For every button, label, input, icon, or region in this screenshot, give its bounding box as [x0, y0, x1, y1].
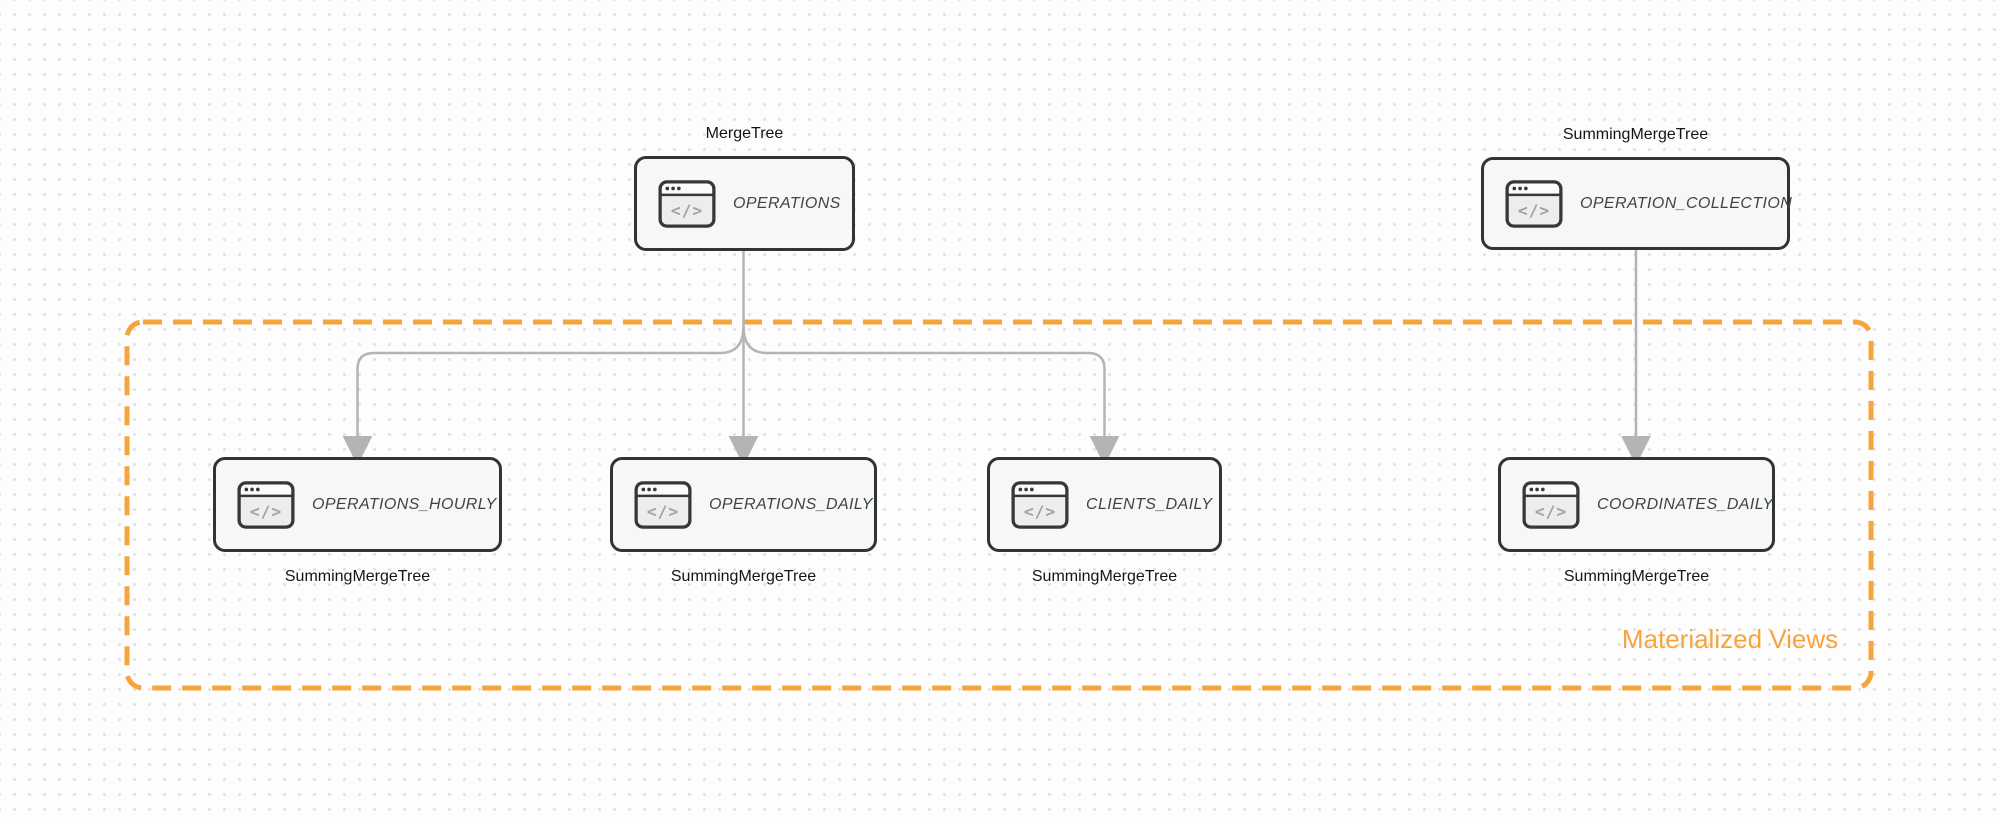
node-operations-daily: OPERATIONS_DAILY SummingMergeTree [610, 457, 877, 585]
engine-label: SummingMergeTree [1031, 568, 1178, 585]
node-title: OPERATIONS_DAILY [709, 495, 873, 513]
engine-label: SummingMergeTree [1563, 568, 1710, 585]
node-box-operation-collection[interactable]: OPERATION_COLLECTION [1481, 157, 1793, 250]
engine-label: SummingMergeTree [284, 568, 431, 585]
edge-operations-to-operations-hourly [342, 325, 745, 466]
code-window-icon [1011, 481, 1069, 529]
node-title: CLIENTS_DAILY [1086, 495, 1213, 513]
node-box-operations[interactable]: OPERATIONS [634, 156, 855, 251]
node-title: COORDINATES_DAILY [1597, 495, 1774, 513]
code-window-icon [1505, 180, 1563, 228]
node-operation-collection: SummingMergeTree OPERATION_COLLECTION [1481, 126, 1793, 250]
node-clients-daily: CLIENTS_DAILY SummingMergeTree [987, 457, 1222, 585]
code-window-icon [237, 481, 295, 529]
node-title: OPERATION_COLLECTION [1580, 194, 1793, 212]
node-box-operations-hourly[interactable]: OPERATIONS_HOURLY [213, 457, 502, 552]
code-window-icon [658, 180, 716, 228]
node-box-coordinates-daily[interactable]: COORDINATES_DAILY [1498, 457, 1775, 552]
node-operations-hourly: OPERATIONS_HOURLY SummingMergeTree [213, 457, 502, 585]
engine-label: SummingMergeTree [670, 568, 817, 585]
code-window-icon [1522, 481, 1580, 529]
engine-label: SummingMergeTree [1562, 126, 1709, 143]
node-coordinates-daily: COORDINATES_DAILY SummingMergeTree [1498, 457, 1775, 585]
node-title: OPERATIONS [733, 194, 841, 212]
materialized-views-group-label: Materialized Views [1621, 624, 1839, 654]
engine-label: MergeTree [705, 125, 784, 142]
node-box-clients-daily[interactable]: CLIENTS_DAILY [987, 457, 1222, 552]
node-operations: MergeTree OPERATIONS [634, 125, 855, 251]
node-box-operations-daily[interactable]: OPERATIONS_DAILY [610, 457, 877, 552]
edge-operations-to-clients-daily [742, 325, 1120, 466]
code-window-icon [634, 481, 692, 529]
node-title: OPERATIONS_HOURLY [312, 495, 497, 513]
